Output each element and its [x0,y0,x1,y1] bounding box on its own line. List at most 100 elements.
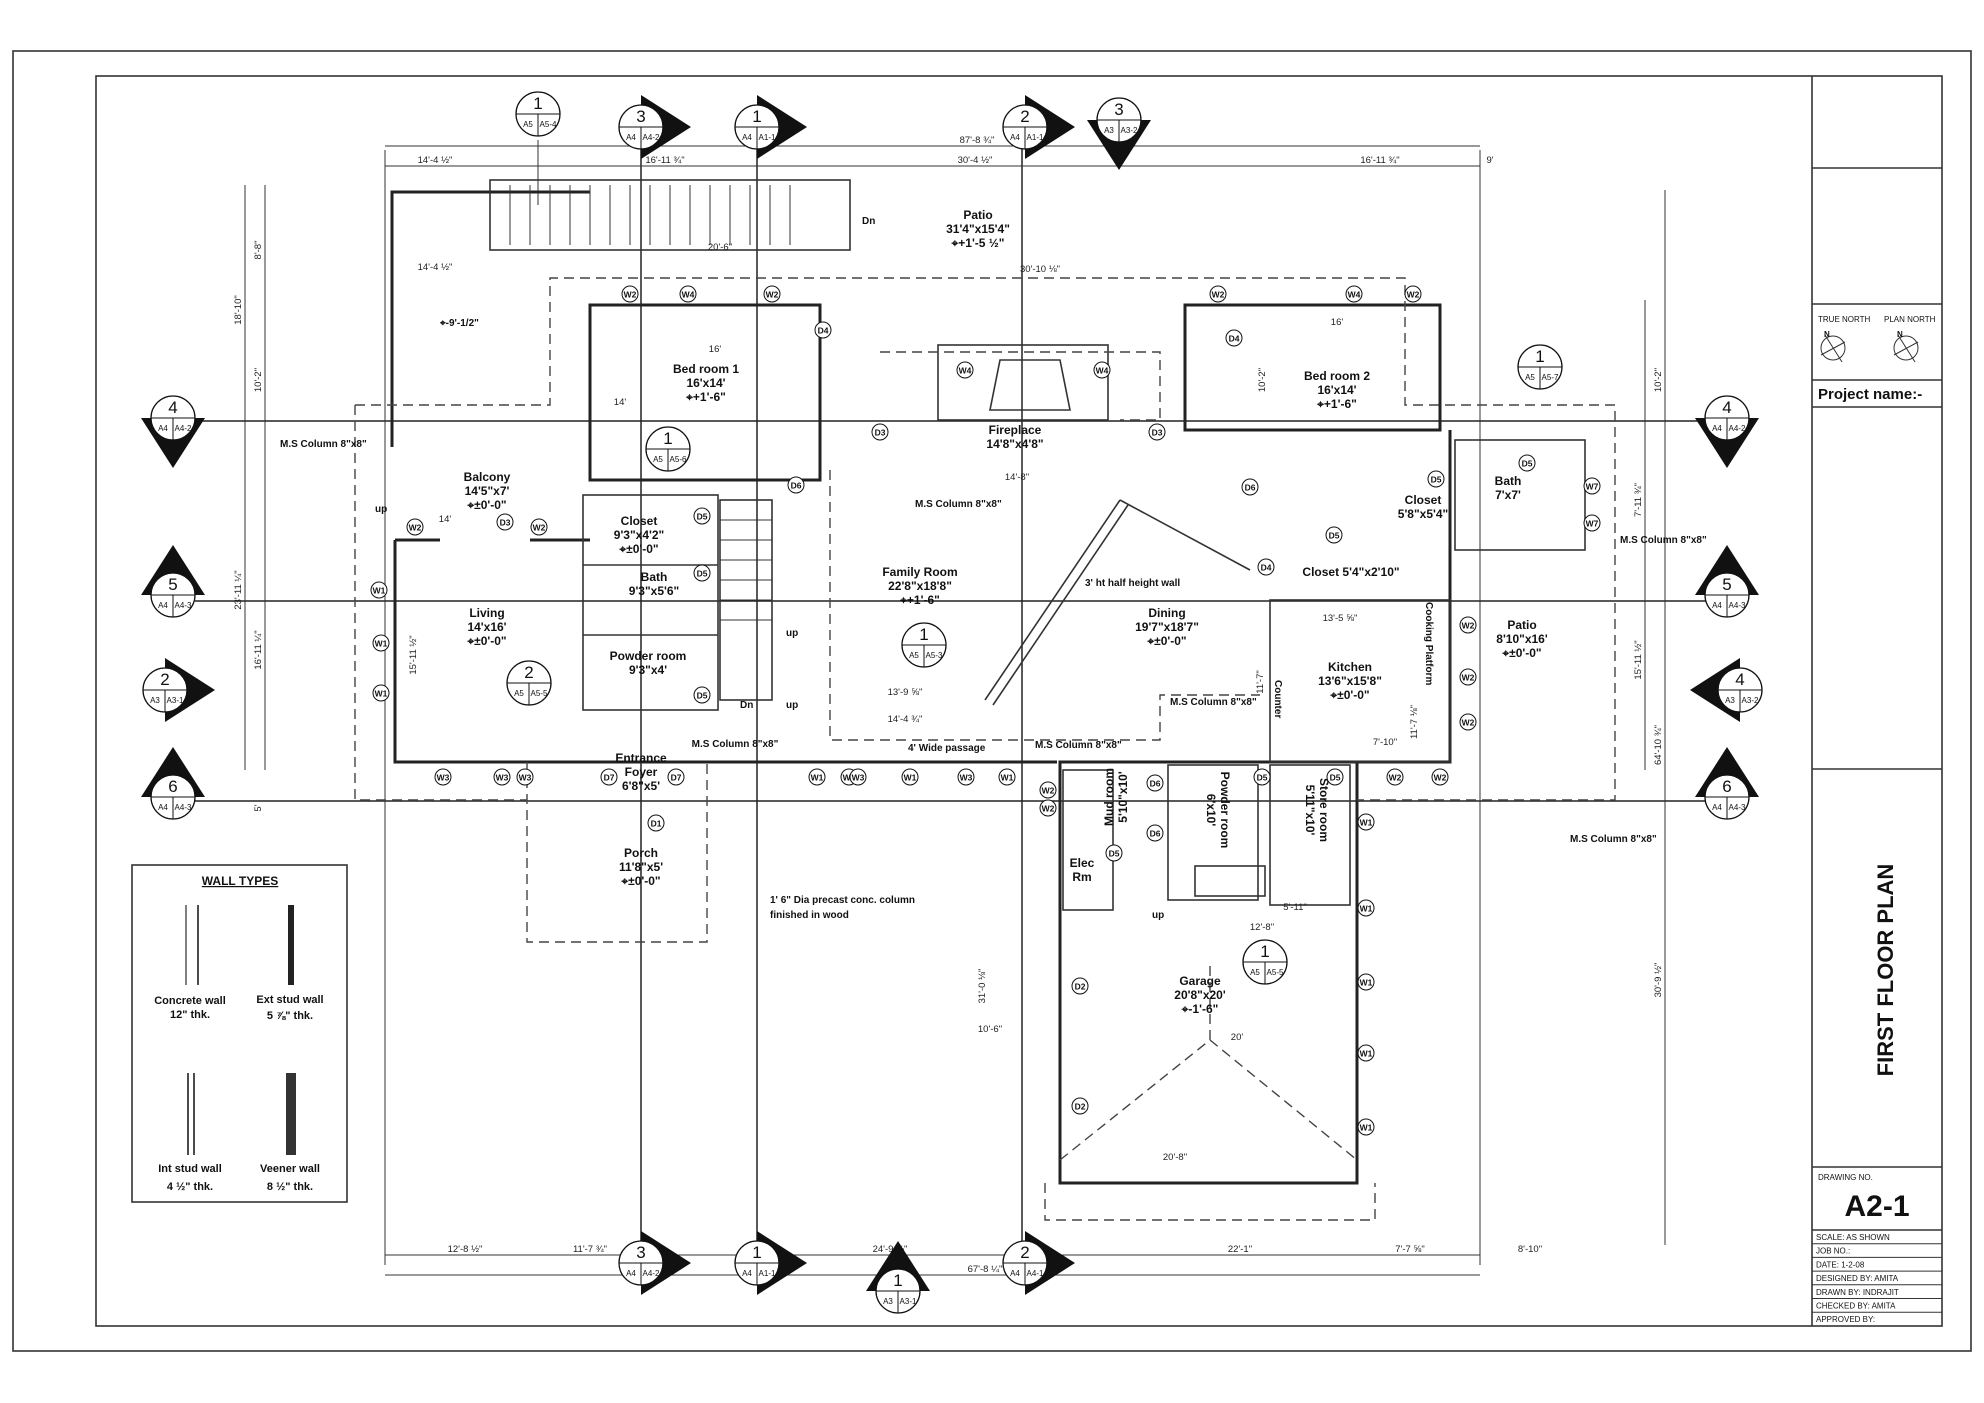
dimension-text: 22'-1" [1228,1244,1252,1255]
dimension-text: 15'-11 ½" [1633,640,1644,679]
marker-sheet-ref: A4 [1712,601,1722,610]
opening-tag: W4 [1345,285,1363,303]
opening-tag-label: D4 [1261,563,1272,573]
annotation-note: M.S Column 8"x8" [1170,697,1257,708]
opening-tag-label: D5 [1431,475,1442,485]
opening-tag: W1 [998,768,1016,786]
marker-detail-ref: A4-3 [175,803,192,812]
room-label-line: Patio [1507,618,1536,632]
opening-tag-label: D3 [1152,428,1163,438]
room-label-line: 5'8"x5'4" [1398,507,1448,521]
opening-tag: W1 [1357,973,1375,991]
opening-tag: W2 [1039,781,1057,799]
marker-number: 5 [1722,575,1731,594]
dimension-text: 64'-10 ¾" [1653,725,1664,765]
dimension-text: 5' [253,804,264,811]
dimension-text: 10'-2" [1257,368,1268,392]
marker-sheet-ref: A4 [158,424,168,433]
marker-detail-ref: A4-3 [1729,803,1746,812]
marker-detail-ref: A4-1 [1027,1269,1044,1278]
opening-tag-label: W1 [1360,1049,1373,1059]
opening-tag: W2 [1459,713,1477,731]
room-label-line: 14'5"x7' [465,484,510,498]
marker-sheet-ref: A3 [1104,126,1114,135]
opening-tag: D2 [1071,1097,1089,1115]
marker-number: 2 [524,663,533,682]
annotation-note: Dn [862,216,875,227]
room-label-line: 19'7"x18'7" [1135,620,1199,634]
opening-tag: D6 [787,476,805,494]
opening-tag: W3 [516,768,534,786]
dimension-text: 11'-7 ¾" [573,1244,607,1255]
opening-tag-label: W2 [1389,773,1402,783]
marker-sheet-ref: A4 [626,1269,636,1278]
opening-tag: D4 [814,321,832,339]
room-label-line: Bath [1495,474,1522,488]
plan-north-label: PLAN NORTH [1884,315,1936,324]
wall-type-thickness: 5 ⅞" thk. [267,1010,313,1022]
opening-tag-label: W3 [519,773,532,783]
marker-sheet-ref: A5 [1250,968,1260,977]
annotation-note: M.S Column 8"x8" [915,499,1002,510]
room-label-line: Closet 5'4"x2'10" [1302,565,1399,579]
marker-sheet-ref: A4 [742,133,752,142]
opening-tag-label: W1 [1360,904,1373,914]
marker-number: 1 [663,429,672,448]
opening-tag-label: W2 [409,523,422,533]
opening-tag: W1 [372,684,390,702]
wall-type-name: Veener wall [260,1163,320,1175]
opening-tag-label: W1 [1360,978,1373,988]
inner-sheet-border [95,75,1943,1327]
annotation-note: up [786,628,798,639]
room-label-line: ⌖±0'-0" [1146,634,1186,648]
marker-number: 1 [1535,347,1544,366]
room-label-line: Patio [963,208,992,222]
room-label-line: Elec [1070,856,1095,870]
opening-tag: W2 [1404,285,1422,303]
opening-tag-label: W1 [904,773,917,783]
wall-type-thickness: 8 ½" thk. [267,1181,313,1193]
annotation-note: 3' ht half height wall [1085,578,1180,589]
opening-tag-label: W2 [1462,621,1475,631]
opening-tag: D5 [1253,768,1271,786]
title-block-row: DATE: 1-2-08 [1816,1260,1865,1269]
marker-sheet-ref: A3 [150,696,160,705]
opening-tag-label: D6 [1150,829,1161,839]
room-label-line: 16'x14' [1317,383,1356,397]
dimension-text: 23'-11 ¼" [233,570,244,609]
room-label-line: 14'8"x4'8" [986,437,1043,451]
room-label-line: Closet [621,514,658,528]
room-label-line: Bath [641,570,668,584]
annotation-note: finished in wood [770,910,849,921]
annotation-note: Cooking Platform [1423,602,1434,685]
dimension-text: 13'-5 ⅝" [1323,613,1358,624]
drawing-no-label: DRAWING NO. [1818,1173,1873,1182]
annotation-note: M.S Column 8"x8" [1035,740,1122,751]
